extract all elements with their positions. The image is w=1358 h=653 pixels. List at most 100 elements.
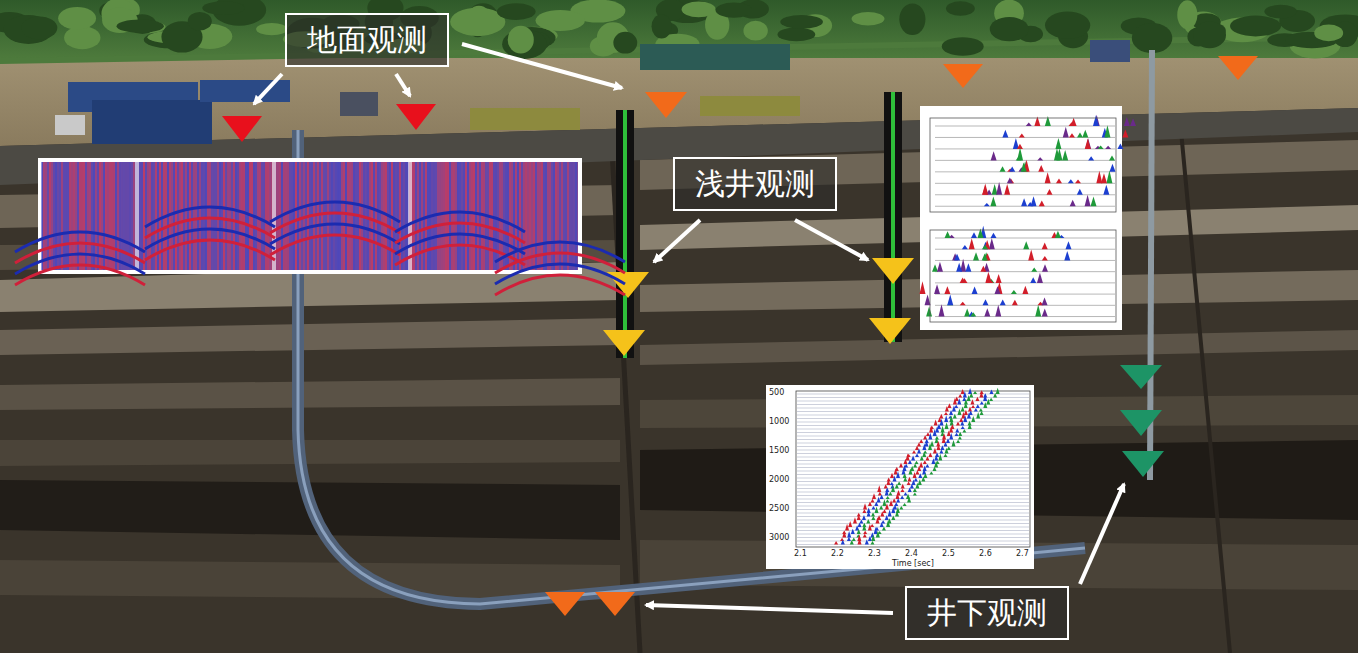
callout-box: 浅井观测	[673, 157, 837, 211]
waveform-peak	[911, 455, 915, 460]
waveform-peak	[1037, 273, 1043, 283]
tree	[715, 3, 752, 18]
waveform-peak	[971, 405, 975, 408]
trace-line	[143, 162, 145, 270]
waveform-peak	[904, 492, 908, 495]
waveform-peak	[980, 401, 984, 404]
waveform-peak	[970, 399, 974, 404]
trace-line	[451, 162, 453, 270]
illustration-part	[869, 318, 911, 344]
waveform-peak	[899, 506, 903, 510]
trace-line	[347, 162, 349, 270]
waveform-peak	[945, 448, 949, 454]
trace-line	[193, 162, 195, 270]
waveform-peak	[960, 302, 966, 305]
waveform-peak	[1130, 118, 1136, 126]
trace-line	[195, 162, 197, 270]
waveform-peak	[1027, 202, 1033, 206]
illustration-part	[0, 378, 620, 410]
waveform-peak	[1090, 196, 1096, 206]
trace-baseline	[797, 464, 1029, 465]
waveform-peak	[885, 515, 889, 520]
reflection-event	[495, 275, 625, 295]
panel-frame	[38, 158, 582, 274]
trace-line	[449, 162, 451, 270]
waveform-peak	[945, 422, 949, 429]
waveform-peak	[913, 472, 917, 478]
trace-line	[177, 162, 179, 270]
waveform-peak	[862, 509, 866, 513]
trace-line	[443, 162, 445, 270]
trace-baseline	[797, 513, 1029, 514]
waveform-peak	[957, 398, 961, 404]
illustration-part	[595, 592, 635, 616]
waveform-peak	[1103, 185, 1109, 195]
trace-line	[245, 162, 247, 270]
waveform-peak	[936, 444, 940, 450]
waveform-peak	[962, 245, 968, 249]
trace-line	[161, 162, 163, 270]
axis-tick-label: 2000	[769, 475, 789, 484]
waveform-peak	[970, 312, 976, 316]
waveform-peak	[996, 388, 1000, 394]
waveform-peak	[900, 489, 904, 492]
tree	[1132, 23, 1173, 53]
trace-line	[181, 162, 183, 270]
waveform-peak	[1042, 298, 1048, 306]
illustration-part	[1120, 410, 1162, 436]
waveform-peak	[896, 498, 900, 502]
trace-line	[99, 162, 101, 270]
trace-line	[325, 162, 327, 270]
waveform-peak	[870, 541, 874, 544]
waveform-peak	[877, 485, 881, 492]
trace-line	[197, 162, 199, 270]
trace-baseline	[935, 160, 1115, 161]
trace-line	[467, 162, 469, 270]
trace-baseline	[935, 183, 1115, 184]
pond	[640, 44, 790, 70]
waveform-peak	[979, 391, 983, 397]
waveform-peak	[943, 454, 947, 457]
waveform-peak	[895, 484, 899, 489]
waveform-peak	[928, 433, 932, 440]
waveform-peak	[962, 429, 966, 432]
illustration-part	[872, 258, 914, 284]
tree	[852, 12, 885, 26]
trace-line	[97, 162, 99, 270]
waveform-peak	[907, 481, 911, 485]
waveform-peak	[1016, 156, 1022, 160]
waveform-peak	[871, 516, 875, 520]
waveform-peak	[994, 286, 1000, 294]
waveform-peak	[921, 476, 925, 481]
trace-line	[301, 162, 303, 270]
waveform-peak	[976, 412, 980, 419]
waveform-peak	[993, 393, 997, 397]
waveform-peak	[1088, 156, 1094, 160]
waveform-peak	[1042, 264, 1048, 271]
waveform-peak	[915, 454, 919, 457]
waveform-peak	[952, 405, 956, 411]
trace-line	[335, 162, 337, 270]
waveform-peak	[983, 299, 989, 305]
trace-line	[105, 162, 107, 270]
waveform-peak	[1096, 171, 1102, 184]
waveform-peak	[1064, 251, 1070, 260]
illustration-part	[1218, 56, 1258, 80]
waveform-peak	[913, 492, 917, 495]
waveform-peak	[885, 503, 889, 509]
trace-line	[381, 162, 383, 270]
trace-line	[517, 162, 519, 270]
waveform-peak	[903, 503, 907, 506]
trace-line	[199, 162, 201, 270]
gap	[408, 162, 412, 270]
waveform-peak	[964, 309, 970, 317]
waveform-peak	[857, 529, 861, 534]
waveform-peak	[871, 535, 875, 541]
waveform-peak	[840, 538, 844, 541]
trace-line	[285, 162, 287, 270]
waveform-peak	[1093, 115, 1099, 126]
waveform-peak	[926, 432, 930, 436]
trace-line	[259, 162, 261, 270]
trace-baseline	[797, 450, 1029, 451]
waveform-peak	[903, 473, 907, 478]
